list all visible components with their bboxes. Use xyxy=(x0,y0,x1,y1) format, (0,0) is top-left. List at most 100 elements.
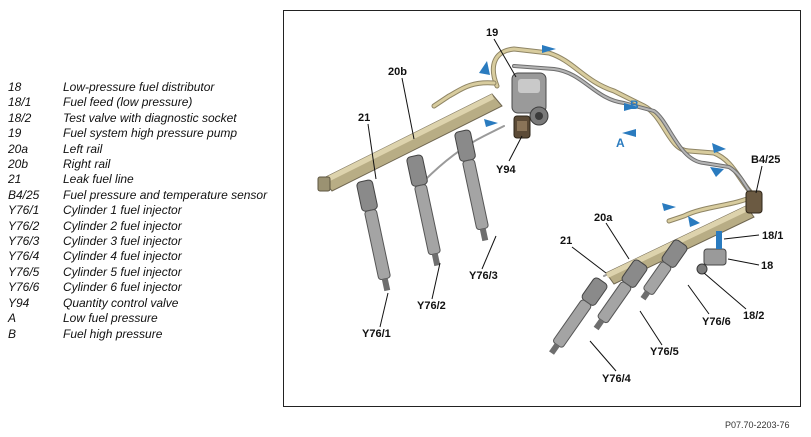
legend-row: A Low fuel pressure xyxy=(8,311,278,326)
legend-desc: Cylinder 1 fuel injector xyxy=(63,203,182,218)
callout-18-2: 18/2 xyxy=(743,310,764,322)
callout-y76-1: Y76/1 xyxy=(362,328,391,340)
legend-desc: Quantity control valve xyxy=(63,295,179,310)
legend-desc: Cylinder 2 fuel injector xyxy=(63,218,182,233)
legend-desc: Low fuel pressure xyxy=(63,311,158,326)
injector-y76-2 xyxy=(406,154,441,267)
leader-line xyxy=(493,38,517,78)
legend-row: Y76/4 Cylinder 4 fuel injector xyxy=(8,249,278,264)
legend-row: B4/25 Fuel pressure and temperature senso… xyxy=(8,188,278,203)
legend-code: Y76/4 xyxy=(8,249,40,264)
legend-desc: Fuel feed (low pressure) xyxy=(63,95,193,110)
legend-code: 19 xyxy=(8,126,22,141)
flow-arrow-icon xyxy=(479,61,490,75)
callout-18-1: 18/1 xyxy=(762,230,783,242)
leader-line xyxy=(703,272,747,310)
injector-y76-6 xyxy=(640,239,688,301)
fuel-lines xyxy=(423,46,761,277)
legend-code: Y76/1 xyxy=(8,203,40,218)
injector-y76-1 xyxy=(356,179,391,292)
callout-21-left: 21 xyxy=(560,235,572,247)
injector-y76-4 xyxy=(549,277,608,355)
flow-arrow-icon xyxy=(622,129,636,137)
legend-code: B xyxy=(8,326,17,341)
flow-arrow-icon xyxy=(712,143,726,153)
legend-row: Y76/5 Cylinder 5 fuel injector xyxy=(8,265,278,280)
flow-label-b: B xyxy=(630,98,639,112)
leader-lines xyxy=(367,38,763,372)
legend-code: Y76/6 xyxy=(8,280,40,295)
callout-y76-6: Y76/6 xyxy=(702,316,731,328)
legend-desc: Left rail xyxy=(63,141,103,156)
legend-code: Y76/5 xyxy=(8,264,40,279)
leader-line xyxy=(401,77,415,140)
right-rail xyxy=(317,93,503,192)
legend-row: Y76/2 Cylinder 2 fuel injector xyxy=(8,219,278,234)
high-pressure-line xyxy=(491,47,756,198)
low-pressure-distributor xyxy=(696,231,727,275)
legend-desc: Cylinder 6 fuel injector xyxy=(63,280,182,295)
legend-row: Y76/3 Cylinder 3 fuel injector xyxy=(8,234,278,249)
legend-desc: Leak fuel line xyxy=(63,172,134,187)
leader-line xyxy=(589,340,617,372)
leader-line xyxy=(571,246,607,274)
legend-code: 21 xyxy=(8,172,22,187)
leader-line xyxy=(431,262,441,300)
figure-code: P07.70-2203-76 xyxy=(725,420,790,430)
high-pressure-pump xyxy=(511,72,549,126)
leader-line xyxy=(755,165,763,194)
callout-b4-25: B4/25 xyxy=(751,154,780,166)
leader-line xyxy=(723,234,760,240)
legend-code: A xyxy=(8,311,17,326)
flow-arrow-icon xyxy=(624,103,638,111)
flow-arrows xyxy=(479,45,726,227)
callout-y76-4: Y76/4 xyxy=(602,373,632,385)
low-pressure-line-outline xyxy=(512,64,761,205)
leader-line xyxy=(687,284,710,315)
quantity-control-valve xyxy=(513,115,531,139)
flow-arrow-icon xyxy=(688,216,700,227)
callout-y76-3: Y76/3 xyxy=(469,270,498,282)
callout-y76-2: Y76/2 xyxy=(417,300,446,312)
legend-row: Y76/6 Cylinder 6 fuel injector xyxy=(8,280,278,295)
injector-y76-5 xyxy=(593,259,648,331)
legend-code: B4/25 xyxy=(8,187,40,202)
leader-line xyxy=(605,222,630,260)
flow-arrow-icon xyxy=(484,119,498,127)
diagram-frame: 19 20b 21 Y94 A B B4/25 20a 21 18/1 18 1… xyxy=(283,10,801,407)
flow-label-a: A xyxy=(616,136,625,150)
legend-row: Y94 Quantity control valve xyxy=(8,296,278,311)
low-pressure-line xyxy=(513,65,760,204)
callout-y94: Y94 xyxy=(496,164,516,176)
leader-line xyxy=(481,235,497,270)
leader-line xyxy=(367,123,377,180)
legend-desc: Right rail xyxy=(63,157,111,172)
leader-line xyxy=(379,292,389,328)
flow-arrow-icon xyxy=(710,167,724,177)
legend-code: Y76/3 xyxy=(8,234,40,249)
callout-20b: 20b xyxy=(388,66,407,78)
legend-desc: Cylinder 3 fuel injector xyxy=(63,234,182,249)
legend-desc: Low-pressure fuel distributor xyxy=(63,80,215,94)
legend-desc: Cylinder 5 fuel injector xyxy=(63,264,182,279)
callout-19: 19 xyxy=(486,27,498,39)
legend-code: Y94 xyxy=(8,295,30,310)
legend-code: Y76/2 xyxy=(8,218,40,233)
legend-desc: Cylinder 4 fuel injector xyxy=(63,249,182,264)
rail-feed-line xyxy=(432,81,496,108)
legend-code: 18/1 xyxy=(8,95,32,110)
legend-desc: Test valve with diagnostic socket xyxy=(63,110,237,125)
legend-row: 21 Leak fuel line xyxy=(8,172,278,187)
injector-y76-3 xyxy=(454,129,489,242)
fuel-system-illustration: 19 20b 21 Y94 A B B4/25 20a 21 18/1 18 1… xyxy=(317,27,783,385)
flow-arrow-icon xyxy=(662,203,676,211)
legend-row: Y76/1 Cylinder 1 fuel injector xyxy=(8,203,278,218)
callout-18: 18 xyxy=(761,260,773,272)
legend-desc: Fuel pressure and temperature sensor xyxy=(63,187,268,202)
